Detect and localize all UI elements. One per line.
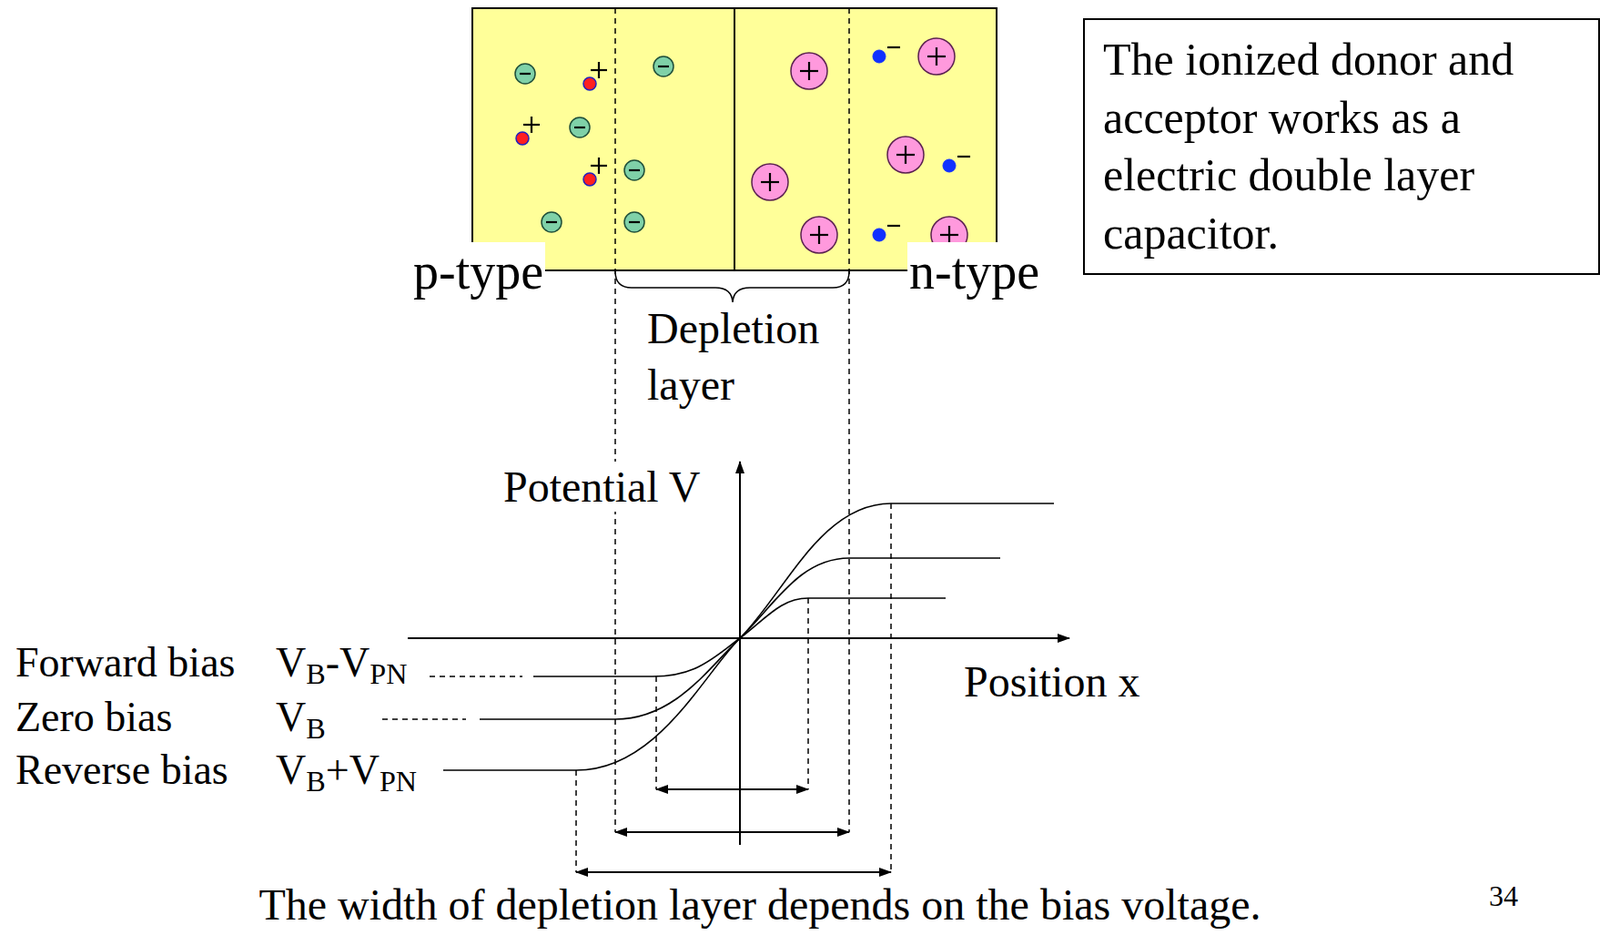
hole — [583, 77, 597, 91]
reverse-curve — [443, 503, 1054, 770]
acceptor-sign — [628, 221, 640, 223]
depletion-edge-dashed — [614, 8, 617, 832]
label-leader — [382, 718, 466, 720]
donor-sign — [948, 225, 951, 244]
ionized-donor — [918, 38, 955, 75]
electron — [872, 228, 886, 242]
donor-sign — [818, 225, 821, 244]
ionized-acceptor — [569, 117, 590, 138]
ionized-acceptor — [653, 56, 674, 77]
ionized-donor — [790, 52, 828, 90]
note-text: The ionized donor and acceptor works as … — [1103, 30, 1580, 263]
electron-sign — [957, 155, 971, 158]
electron — [942, 159, 956, 173]
electron — [872, 50, 886, 63]
forward-edge-dashed — [655, 676, 658, 790]
donor-sign — [808, 61, 811, 81]
acceptor-sign — [574, 126, 586, 129]
reverse-edge-dashed — [575, 769, 578, 872]
ionized-donor — [887, 136, 924, 173]
depletion-label: Depletion layer — [645, 300, 861, 415]
donor-sign — [935, 47, 938, 66]
hole-sign — [597, 157, 600, 174]
semiconductor-block — [472, 8, 997, 271]
region-label: p-type — [411, 242, 546, 301]
bias-label: Reverse bias — [13, 746, 231, 795]
bias-label: Forward bias — [13, 638, 237, 688]
ionized-donor — [751, 163, 789, 201]
forward-curve — [533, 597, 946, 677]
charge-group — [515, 38, 971, 254]
axis-label: Position x — [962, 656, 1142, 707]
voltage-label: VB+VPN — [273, 746, 419, 795]
dashed-guides — [382, 8, 892, 872]
forward-edge-dashed — [807, 597, 810, 790]
voltage-label: VB-VPN — [273, 638, 409, 688]
voltage-label: VB — [273, 693, 328, 742]
depletion-brace — [615, 271, 850, 303]
acceptor-sign — [628, 169, 640, 172]
bias-label: Zero bias — [13, 693, 174, 742]
hole-sign — [597, 61, 600, 79]
electron-sign — [887, 46, 901, 49]
acceptor-sign — [519, 72, 531, 75]
note-box: The ionized donor and acceptor works as … — [1083, 18, 1600, 275]
potential-axis — [739, 461, 741, 845]
ionized-acceptor — [541, 212, 562, 233]
ionized-donor — [800, 216, 838, 254]
potential-curves — [443, 503, 1054, 770]
junction-line — [733, 8, 736, 271]
caption: The width of depletion layer depends on … — [256, 879, 1263, 930]
donor-sign — [904, 145, 907, 164]
donor-sign — [769, 172, 771, 192]
width-arrows — [576, 789, 892, 872]
acceptor-sign — [658, 65, 669, 68]
page-number: 34 — [1487, 879, 1520, 913]
hole — [583, 172, 597, 186]
hole-sign — [530, 116, 533, 133]
region-label: n-type — [907, 242, 1042, 301]
hole — [516, 131, 529, 145]
zero-width-arrow — [615, 830, 850, 833]
label-leader — [429, 675, 523, 678]
electron-sign — [887, 224, 901, 227]
ionized-acceptor — [624, 212, 645, 233]
ionized-acceptor — [515, 63, 536, 84]
depletion-edge-dashed — [848, 8, 851, 832]
forward-width-arrow — [656, 788, 809, 790]
acceptor-sign — [546, 221, 557, 223]
reverse-width-arrow — [576, 870, 892, 873]
ionized-acceptor — [624, 160, 645, 181]
axis-label: Potential V — [501, 461, 702, 512]
